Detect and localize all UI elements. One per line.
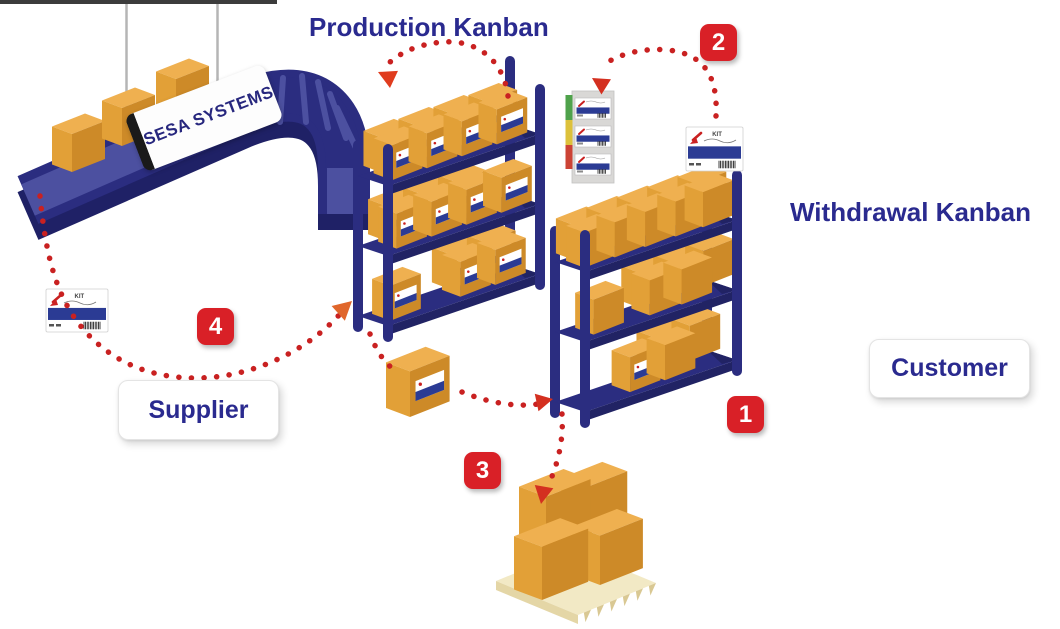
step-badge-4: 4 xyxy=(197,308,234,345)
kanban-card-title: KIT xyxy=(712,132,722,138)
supplier-label: Supplier xyxy=(148,395,249,424)
step-badge-1: 1 xyxy=(727,396,764,433)
withdrawal-kanban-card: KIT xyxy=(685,126,744,172)
withdrawal-store-shelf xyxy=(550,142,742,428)
step-badge-3: 3 xyxy=(464,452,501,489)
supplier-kanban-card: KIT xyxy=(45,288,109,333)
production-kanban-label: Production Kanban xyxy=(309,12,549,42)
withdrawal-kanban-label: Withdrawal Kanban xyxy=(790,197,1032,227)
step-badge-2: 2 xyxy=(700,24,737,61)
top-edge-bar xyxy=(0,0,277,4)
transfer-box xyxy=(386,346,450,417)
customer-label: Customer xyxy=(891,354,1008,382)
supplier-box: Supplier xyxy=(118,380,279,440)
shipping-pallet xyxy=(496,461,656,624)
customer-box: Customer xyxy=(869,339,1030,398)
kanban-card-title: KIT xyxy=(75,294,85,300)
kanban-board xyxy=(565,90,615,184)
production-store-shelf xyxy=(353,56,545,342)
flow-arrows xyxy=(37,39,719,504)
